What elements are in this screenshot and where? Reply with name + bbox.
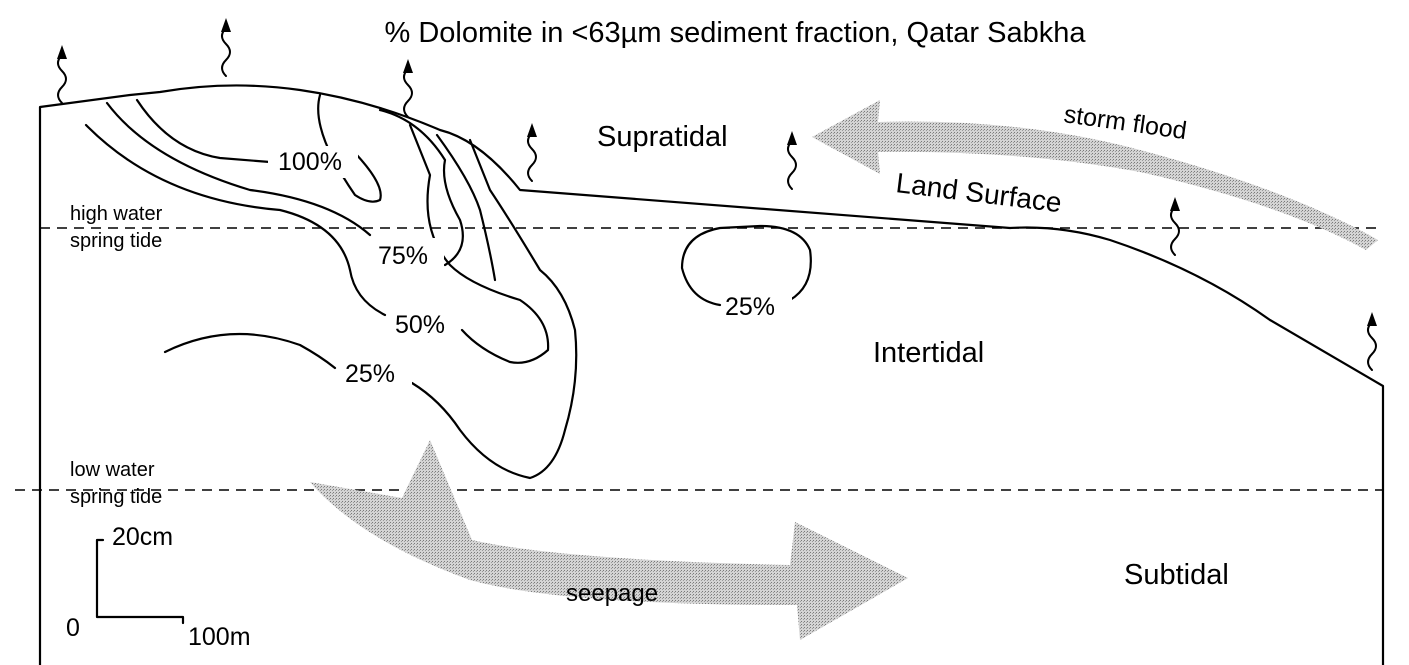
scale-bar [95,538,185,625]
land-surface-label: Land Surface [894,167,1063,218]
subtidal-label: Subtidal [1124,559,1229,591]
contour-25-left-line [163,138,578,480]
contour-50-inner-line [435,133,497,282]
evaporation-arrow-icon [1170,197,1180,256]
evaporation-arrow-icon [221,18,231,77]
diagram-title: % Dolomite in <63µm sediment fraction, Q… [385,17,1087,49]
low-spring-tide-label: spring tide [70,486,162,508]
evaporation-arrow-icon [403,59,413,118]
evaporation-arrow-icon [57,45,67,104]
high-spring-tide-label: spring tide [70,230,162,252]
contour-75-label: 75% [378,242,428,270]
high-water-label: high water [70,203,163,225]
intertidal-label: Intertidal [873,337,984,369]
seepage-label: seepage [566,580,658,607]
supratidal-label: Supratidal [597,121,728,153]
scale-origin-label: 0 [66,614,80,642]
contour-100-line [135,93,382,203]
evaporation-arrow-icon [787,131,797,190]
evaporation-arrow-icon [527,123,537,182]
contour-100-label: 100% [278,148,342,176]
contour-25-right-line [680,224,812,307]
seepage-arrow [310,440,908,640]
scale-horizontal-label: 100m [188,623,251,651]
storm-flood-arrow [812,100,1378,250]
contour-50-label: 50% [395,311,445,339]
evaporation-arrow-icon [1367,312,1377,371]
cross-section-outline [38,84,1385,665]
contour-25-left-label: 25% [345,360,395,388]
evaporation-squiggles [57,18,1377,371]
contour-25-right-label: 25% [725,293,775,321]
low-water-label: low water [70,459,155,481]
contour-75-line [105,101,464,267]
scale-vertical-label: 20cm [112,523,173,551]
